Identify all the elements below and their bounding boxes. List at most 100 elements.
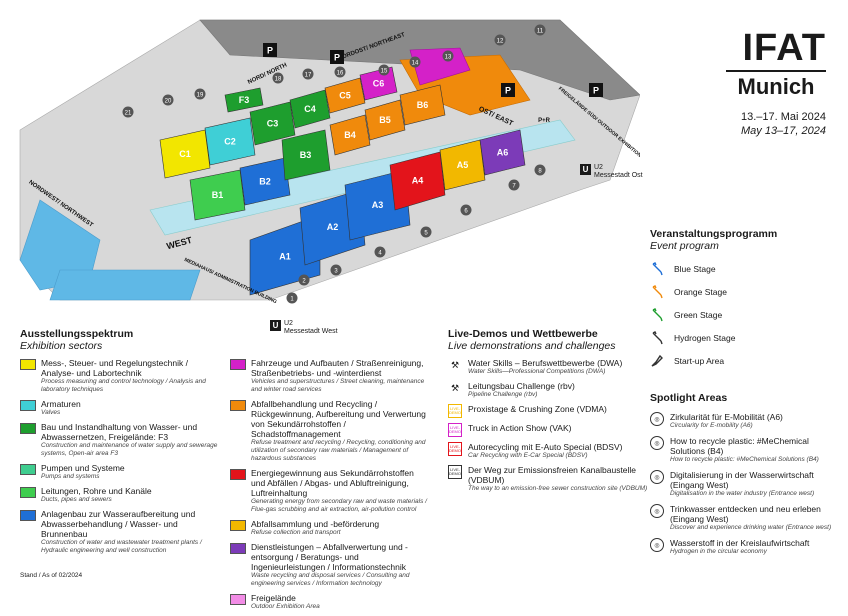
program-label: Orange Stage xyxy=(674,287,727,297)
sector-color-swatch xyxy=(230,543,246,554)
pictogram-icon: ⚒ xyxy=(450,382,460,393)
gate-marker xyxy=(330,264,342,276)
sector-label-de: Energiegewinnung aus Sekundärrohstoffen … xyxy=(251,468,414,498)
gate-number: 15 xyxy=(381,68,388,74)
spotlight-label-en: Circularity for E-mobility (A6) xyxy=(670,422,753,429)
outdoor-area-north xyxy=(409,47,471,86)
gate-number: 6 xyxy=(464,208,468,214)
parking-icon xyxy=(501,83,515,97)
sector-label-en: Generating energy from secondary raw and… xyxy=(251,498,427,513)
hall-label-b6: B6 xyxy=(417,100,429,110)
plastic-recycle-icon: ◎ xyxy=(650,436,664,450)
hydrogen-stage-icon xyxy=(652,331,663,345)
sector-item: Abfallbehandlung und Recycling / Rückgew… xyxy=(230,399,430,463)
event-program-legend: Veranstaltungsprogramm Event program Blu… xyxy=(650,228,840,377)
hall-a4 xyxy=(389,151,446,211)
gate-marker xyxy=(409,56,421,68)
sector-label-de: Fahrzeuge und Aufbauten / Straßenreinigu… xyxy=(251,358,424,378)
hall-b2 xyxy=(239,157,291,206)
sector-label-de: Anlagenbau zur Wasseraufbereitung und Ab… xyxy=(41,509,196,539)
sectors-title: Ausstellungsspektrum xyxy=(20,328,134,340)
parking-icon xyxy=(330,50,344,64)
sector-label-en: Refuse collection and transport xyxy=(251,529,341,536)
spotlight-item: ◎Zirkularität für E-Mobilität (A6)Circul… xyxy=(650,412,840,430)
gate-marker xyxy=(460,204,472,216)
logo-city: Munich xyxy=(726,70,826,100)
hall-c3 xyxy=(249,101,296,146)
sector-label-de: Abfallbehandlung und Recycling / Rückgew… xyxy=(251,399,426,439)
hall-label-a6: A6 xyxy=(497,148,509,158)
gate-marker xyxy=(286,292,298,304)
sector-label-en: Refuse treatment and recycling / Recycli… xyxy=(251,439,426,462)
gate-marker xyxy=(162,94,174,106)
hall-b6 xyxy=(399,84,446,126)
event-label-de: Leitungsbau Challenge (rbv) xyxy=(468,381,575,391)
program-item: Hydrogen Stage xyxy=(650,331,840,345)
program-title: Veranstaltungsprogramm xyxy=(650,228,778,240)
hall-label-b3: B3 xyxy=(300,150,312,160)
sector-label-en: Valves xyxy=(41,409,61,416)
hall-label-f3: F3 xyxy=(239,95,250,105)
sector-label-en: Waste recycling and disposal services / … xyxy=(251,572,410,587)
program-item: Blue Stage xyxy=(650,262,840,276)
sector-item: Anlagenbau zur Wasseraufbereitung und Ab… xyxy=(20,509,220,555)
event-label-en: Water Skills—Professional Competitions (… xyxy=(468,368,606,375)
gate-number: 17 xyxy=(305,72,312,78)
program-label: Start-up Area xyxy=(674,356,725,366)
spotlight-label-de: How to recycle plastic: #MeChemical Solu… xyxy=(670,436,809,456)
green-stage-icon xyxy=(652,308,663,322)
hall-b1 xyxy=(189,169,246,221)
hall-a5 xyxy=(439,139,486,191)
stand-date: Stand / As of 02/2024 xyxy=(20,572,83,579)
gate-marker xyxy=(494,34,506,46)
hall-label-c1: C1 xyxy=(179,149,191,159)
label-park-ride: P+R xyxy=(538,118,551,124)
fairground-map: A1A2A3A4A5A6B1B2B3B4B5B6C1C2C3C4C5C6F312… xyxy=(19,19,640,305)
event-label-de: Proxistage & Crushing Zone (VDMA) xyxy=(468,404,607,414)
event-label-de: Der Weg zur Emissionsfreien Kanalbaustel… xyxy=(468,465,637,485)
hall-label-c2: C2 xyxy=(224,137,236,147)
hall-b4 xyxy=(329,114,371,156)
hall-label-a5: A5 xyxy=(457,160,469,170)
hall-label-b4: B4 xyxy=(344,130,356,140)
gate-number: 2 xyxy=(302,278,306,284)
hall-label-b5: B5 xyxy=(379,115,391,125)
ubahn-east-name: Messestadt Ost xyxy=(594,172,643,179)
ubahn-west-name: Messestadt West xyxy=(284,328,338,335)
exhibition-sectors-legend: Ausstellungsspektrum Exhibition sectors … xyxy=(20,328,440,616)
digital-water-icon: ◎ xyxy=(650,470,664,484)
spotlight-label-de: Zirkularität für E-Mobilität (A6) xyxy=(670,412,783,422)
hall-c4 xyxy=(289,89,331,129)
spotlight-item: ◎ How to recycle plastic: #MeChemical Sol… xyxy=(650,436,840,464)
gate-marker xyxy=(272,72,284,84)
hall-label-c4: C4 xyxy=(304,104,316,114)
live-demos-legend: Live-Demos und Wettbewerbe Live demonstr… xyxy=(448,328,648,498)
hall-c2 xyxy=(204,117,256,166)
hall-label-a3: A3 xyxy=(372,200,384,210)
sector-label-de: Bau und Instandhaltung von Wasser- und A… xyxy=(41,422,198,442)
gate-number: 12 xyxy=(497,38,504,44)
sector-item: Bau und Instandhaltung von Wasser- und A… xyxy=(20,422,220,458)
ubahn-east-line: U2 xyxy=(594,164,603,171)
sector-label-de: Leitungen, Rohre und Kanäle xyxy=(41,486,152,496)
gate-marker xyxy=(534,164,546,176)
parking-icon xyxy=(263,43,277,57)
events-subtitle: Live demonstrations and challenges xyxy=(448,340,616,352)
hall-b5 xyxy=(364,99,406,141)
sector-label-de: Abfallsammlung und -beförderung xyxy=(251,519,380,529)
gate-number: 13 xyxy=(445,54,452,60)
sector-color-swatch xyxy=(20,487,36,498)
live-demo-badge: LIVE-DEMO xyxy=(448,423,462,437)
sector-color-swatch xyxy=(20,400,36,411)
hall-f3 xyxy=(224,87,264,113)
gate-marker xyxy=(302,68,314,80)
live-demo-badge: LIVE-DEMO xyxy=(448,442,462,456)
spotlight-label-de: Digitalisierung in der Wasserwirtschaft … xyxy=(670,470,814,490)
program-item: Green Stage xyxy=(650,308,840,322)
sectors-subtitle: Exhibition sectors xyxy=(20,340,103,352)
